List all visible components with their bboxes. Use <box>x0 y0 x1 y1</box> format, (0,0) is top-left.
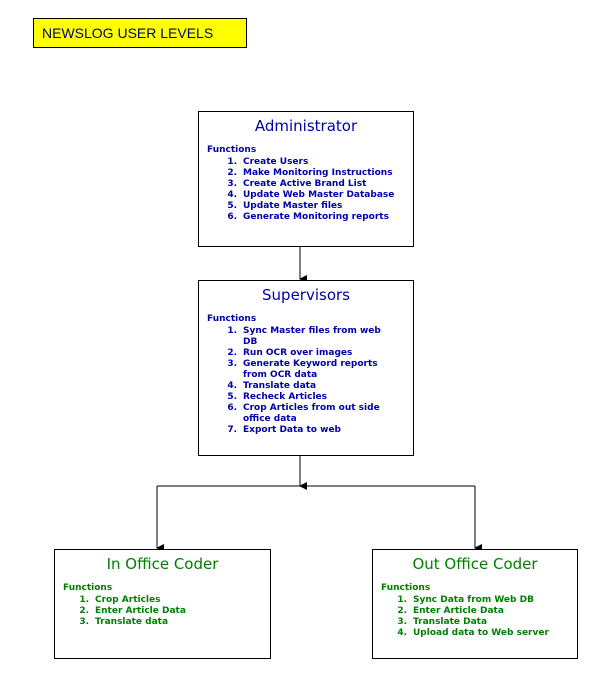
list-item: 1.Sync Master files from web DB <box>227 326 381 347</box>
list-item: 5.Recheck Articles <box>227 392 328 402</box>
administrator-box: Administrator Functions 1.Create Users 2… <box>198 111 414 247</box>
list-item: 5.Update Master files <box>227 201 343 211</box>
list-item: 3.Translate data <box>79 617 169 627</box>
list-item: 6.Generate Monitoring reports <box>227 212 389 222</box>
list-item: 2.Run OCR over images <box>227 348 353 358</box>
administrator-function-list: 1.Create Users 2.Make Monitoring Instruc… <box>221 157 413 223</box>
list-item: 2.Enter Article Data <box>397 606 504 616</box>
out-office-coder-title: Out Office Coder <box>412 555 538 573</box>
list-item: 6.Crop Articles from out side office dat… <box>227 403 380 424</box>
administrator-title: Administrator <box>254 117 358 135</box>
list-item: 4.Upload data to Web server <box>397 628 549 638</box>
list-item: 3.Translate Data <box>397 617 488 627</box>
functions-label: Functions <box>207 145 257 155</box>
list-item: 2.Enter Article Data <box>79 606 186 616</box>
list-item: 1.Create Users <box>227 157 309 167</box>
list-item: 7.Export Data to web <box>227 425 341 435</box>
out-office-coder-function-list: 1.Sync Data from Web DB 2.Enter Article … <box>391 595 577 639</box>
list-item: 4.Translate data <box>227 381 317 391</box>
list-item: 4.Update Web Master Database <box>227 190 395 200</box>
list-item: 3.Create Active Brand List <box>227 179 367 189</box>
in-office-coder-title: In Office Coder <box>106 555 219 573</box>
functions-label: Functions <box>63 583 113 593</box>
list-item: 3.Generate Keyword reports from OCR data <box>227 359 378 380</box>
supervisors-title: Supervisors <box>262 286 350 304</box>
list-item: 2.Make Monitoring Instructions <box>227 168 393 178</box>
in-office-coder-function-list: 1.Crop Articles 2.Enter Article Data 3.T… <box>73 595 270 628</box>
page-title: NEWSLOG USER LEVELS <box>33 18 247 48</box>
supervisors-function-list: 1.Sync Master files from web DB 2.Run OC… <box>221 326 391 436</box>
out-office-coder-box: Out Office Coder Functions 1.Sync Data f… <box>372 549 578 659</box>
list-item: 1.Crop Articles <box>79 595 161 605</box>
functions-label: Functions <box>207 314 257 324</box>
list-item: 1.Sync Data from Web DB <box>397 595 534 605</box>
functions-label: Functions <box>381 583 431 593</box>
supervisors-box: Supervisors Functions 1.Sync Master file… <box>198 280 414 456</box>
in-office-coder-box: In Office Coder Functions 1.Crop Article… <box>54 549 271 659</box>
